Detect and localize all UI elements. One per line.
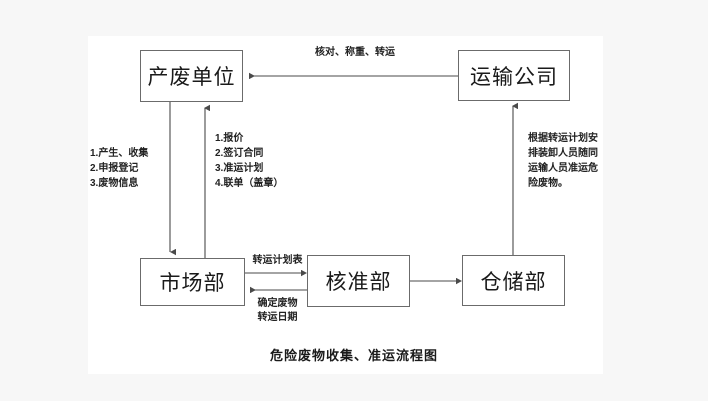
node-market-department-label: 市场部 xyxy=(159,271,226,295)
edge-label-approval-to-market: 确定废物 转运日期 xyxy=(257,298,298,323)
note-producer-to-market: 1.产生、收集 2.申报登记 3.废物信息 xyxy=(90,148,149,189)
node-approval-department[interactable]: 核准部 xyxy=(307,255,410,307)
node-transport-company[interactable]: 运输公司 xyxy=(458,50,570,101)
diagram-title: 危险废物收集、准运流程图 xyxy=(269,348,438,363)
node-transport-company-label: 运输公司 xyxy=(470,64,558,89)
edge-label-market-to-approval: 转运计划表 xyxy=(252,255,303,266)
node-producer[interactable]: 产废单位 xyxy=(140,50,243,102)
node-warehouse-department[interactable]: 仓储部 xyxy=(462,255,565,306)
node-producer-label: 产废单位 xyxy=(147,65,236,89)
note-market-to-producer: 1.报价 2.签订合同 3.准运计划 4.联单（盖章） xyxy=(215,133,284,189)
node-market-department[interactable]: 市场部 xyxy=(140,258,245,306)
node-approval-department-label: 核准部 xyxy=(325,270,392,294)
node-warehouse-department-label: 仓储部 xyxy=(480,269,547,294)
edge-label-transport-to-producer: 核对、称重、转运 xyxy=(315,47,395,58)
note-warehouse-to-transport: 根据转运计划安 排装卸人员随同 运输人员准运危 险废物。 xyxy=(528,133,598,189)
